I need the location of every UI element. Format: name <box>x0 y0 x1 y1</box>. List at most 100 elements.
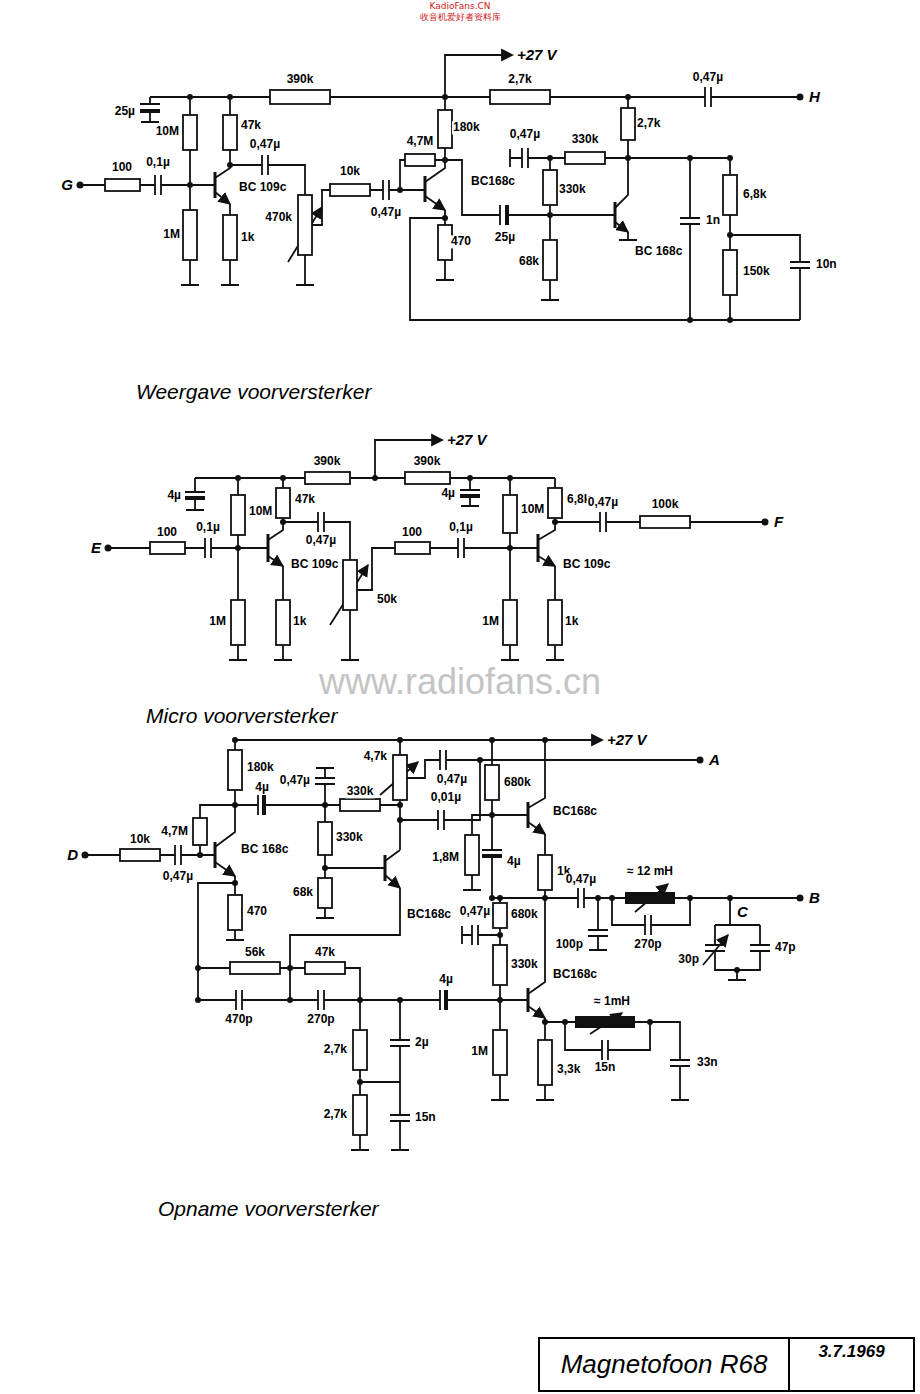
component-symbol <box>276 488 290 518</box>
component-value: BC 109c <box>290 558 339 571</box>
component-value: 2,7k <box>323 1043 348 1056</box>
watermark: www.radiofans.cn <box>318 662 602 702</box>
component-value: 0,47µ <box>305 534 337 547</box>
component-value: 1M <box>481 615 500 628</box>
component-value: BC 168c <box>634 245 683 258</box>
section-title: Opname voorversterker <box>157 1197 380 1220</box>
junction-dot <box>197 852 203 858</box>
junction-dot <box>82 852 89 859</box>
junction-dot <box>195 965 201 971</box>
pin-label: +27 V <box>516 47 558 64</box>
component-value: 330k <box>558 183 587 196</box>
wire <box>538 556 555 566</box>
component-value: 10M <box>248 505 273 518</box>
junction-dot <box>687 895 693 901</box>
component-value: 25µ <box>114 105 136 118</box>
component-symbol <box>305 472 350 484</box>
pin-label: C <box>736 904 749 921</box>
component-value: 4,7M <box>406 135 435 148</box>
component-value: ≈ 1mH <box>593 995 631 1008</box>
component-symbol <box>185 496 205 500</box>
pin-label: +27 V <box>446 432 488 449</box>
junction-dot <box>287 997 293 1003</box>
component-symbol <box>482 854 502 858</box>
junction-dot <box>105 545 112 552</box>
component-value: 47k <box>294 493 316 506</box>
component-symbol <box>228 750 242 790</box>
component-value: 47p <box>774 941 797 954</box>
component-value: 390k <box>313 455 342 468</box>
component-value: 270p <box>306 1013 335 1026</box>
junction-dot <box>687 155 693 161</box>
junction-dot <box>542 1019 548 1025</box>
junction-dot <box>397 802 403 808</box>
junction-dot <box>489 812 495 818</box>
component-symbol <box>621 108 635 140</box>
wire <box>215 862 235 876</box>
symbol-group <box>120 750 552 1135</box>
component-value: 10M <box>155 125 180 138</box>
component-value: 10k <box>339 165 361 178</box>
component-symbol <box>490 90 550 104</box>
arrow-head <box>502 50 512 60</box>
component-value: BC168c <box>552 968 598 981</box>
junction-dot <box>507 545 513 551</box>
junction-dot <box>232 802 238 808</box>
component-symbol <box>298 195 312 255</box>
component-symbol <box>343 560 357 610</box>
junction-dot <box>467 475 473 481</box>
component-value: 1k <box>240 231 255 244</box>
component-value: 4µ <box>166 489 182 502</box>
component-symbol <box>120 849 160 861</box>
component-symbol <box>223 215 237 260</box>
wire <box>385 875 400 888</box>
header-text: KadioFans.CN <box>428 2 491 12</box>
junction-dot <box>497 895 503 901</box>
junction-dot <box>187 94 193 100</box>
wire <box>528 1006 545 1018</box>
component-value: 4µ <box>438 973 454 986</box>
component-symbol <box>460 494 480 498</box>
component-value: 3,3k <box>556 1063 581 1076</box>
pin-label: H <box>808 89 821 106</box>
component-symbol <box>276 600 290 645</box>
component-symbol <box>183 115 197 150</box>
component-symbol <box>318 878 332 908</box>
symbol-group <box>150 472 690 645</box>
pin-label: F <box>773 514 784 531</box>
junction-dot <box>322 865 328 871</box>
junction-dot <box>727 155 733 161</box>
component-symbol <box>548 488 562 518</box>
component-value: BC168c <box>470 175 516 188</box>
microphone-preamp <box>105 435 769 660</box>
component-symbol <box>150 542 185 554</box>
component-symbol <box>625 892 675 904</box>
junction-dot <box>542 737 548 743</box>
component-value: 1k <box>292 615 307 628</box>
component-value: 0,47µ <box>459 905 491 918</box>
component-value: 1,8M <box>431 851 460 864</box>
junction-dot <box>727 317 733 323</box>
component-value: 330k <box>346 785 375 798</box>
junction-dot <box>372 475 378 481</box>
component-value: 330k <box>571 133 600 146</box>
component-value: 330k <box>510 958 539 971</box>
component-value: BC 109c <box>562 558 611 571</box>
component-value: BC168c <box>406 908 452 921</box>
wire <box>703 935 728 965</box>
component-value: 470k <box>264 211 293 224</box>
component-symbol <box>393 755 407 800</box>
junction-dot <box>187 182 193 188</box>
component-value: 15n <box>414 1111 437 1124</box>
component-value: 0,47µ <box>587 496 619 509</box>
component-symbol <box>183 210 197 260</box>
component-value: 68k <box>518 255 540 268</box>
wire <box>528 822 545 834</box>
component-value: 0,47µ <box>436 773 468 786</box>
component-value: 2,7k <box>323 1108 348 1121</box>
component-symbol <box>353 1030 367 1070</box>
component-symbol <box>305 962 345 974</box>
component-value: 0,47µ <box>249 138 281 151</box>
wire <box>80 55 810 320</box>
